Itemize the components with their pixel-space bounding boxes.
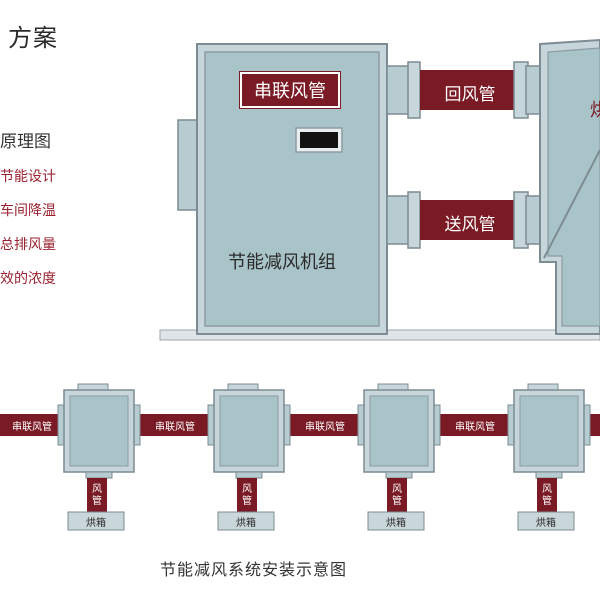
chain-duct-label-3: 串联风管 — [305, 422, 345, 433]
display-screen — [300, 132, 338, 148]
diagram-caption: 节能减风系统安装示意图 — [160, 560, 348, 579]
chain-unit-1 — [57, 383, 141, 531]
vert-duct-label-1: 风 管 — [92, 484, 102, 507]
vert-duct-label-4: 风 管 — [542, 484, 552, 507]
return-duct-label: 回风管 — [444, 85, 496, 105]
oven-char: 烘 — [590, 100, 600, 121]
chain-ducts — [0, 414, 600, 436]
vert-duct-label-2: 风 管 — [242, 484, 252, 507]
principle-note-3: 总排风量 — [0, 237, 56, 253]
page-title: 方案 — [8, 24, 58, 52]
supply-duct-label: 送风管 — [444, 215, 496, 235]
supply-duct-connector-left — [386, 195, 412, 245]
principle-title: 原理图 — [0, 132, 51, 152]
chain-duct-label-1: 串联风管 — [12, 422, 52, 433]
oven-label-3: 烘箱 — [386, 517, 406, 529]
oven-label-1: 烘箱 — [86, 517, 106, 529]
principle-note-4: 效的浓度 — [0, 271, 56, 287]
chain-duct-label-2: 串联风管 — [155, 422, 195, 433]
oven-label-4: 烘箱 — [536, 517, 556, 529]
chain-unit-3 — [357, 383, 441, 531]
principle-note-1: 节能设计 — [0, 169, 56, 185]
chain-unit-2 — [207, 383, 291, 531]
return-duct — [420, 70, 520, 110]
vert-duct-label-3: 风 管 — [392, 484, 402, 507]
principle-note-2: 车间降温 — [0, 203, 56, 219]
series-duct-label: 串联风管 — [239, 71, 341, 109]
oven-diagonal — [543, 149, 600, 259]
chain-duct-label-4: 串联风管 — [455, 422, 495, 433]
unit-name: 节能减风机组 — [228, 252, 336, 273]
supply-duct — [420, 200, 520, 240]
chain-unit-4 — [507, 383, 591, 531]
oven-label-2: 烘箱 — [236, 517, 256, 529]
return-duct-connector-left — [386, 65, 412, 115]
